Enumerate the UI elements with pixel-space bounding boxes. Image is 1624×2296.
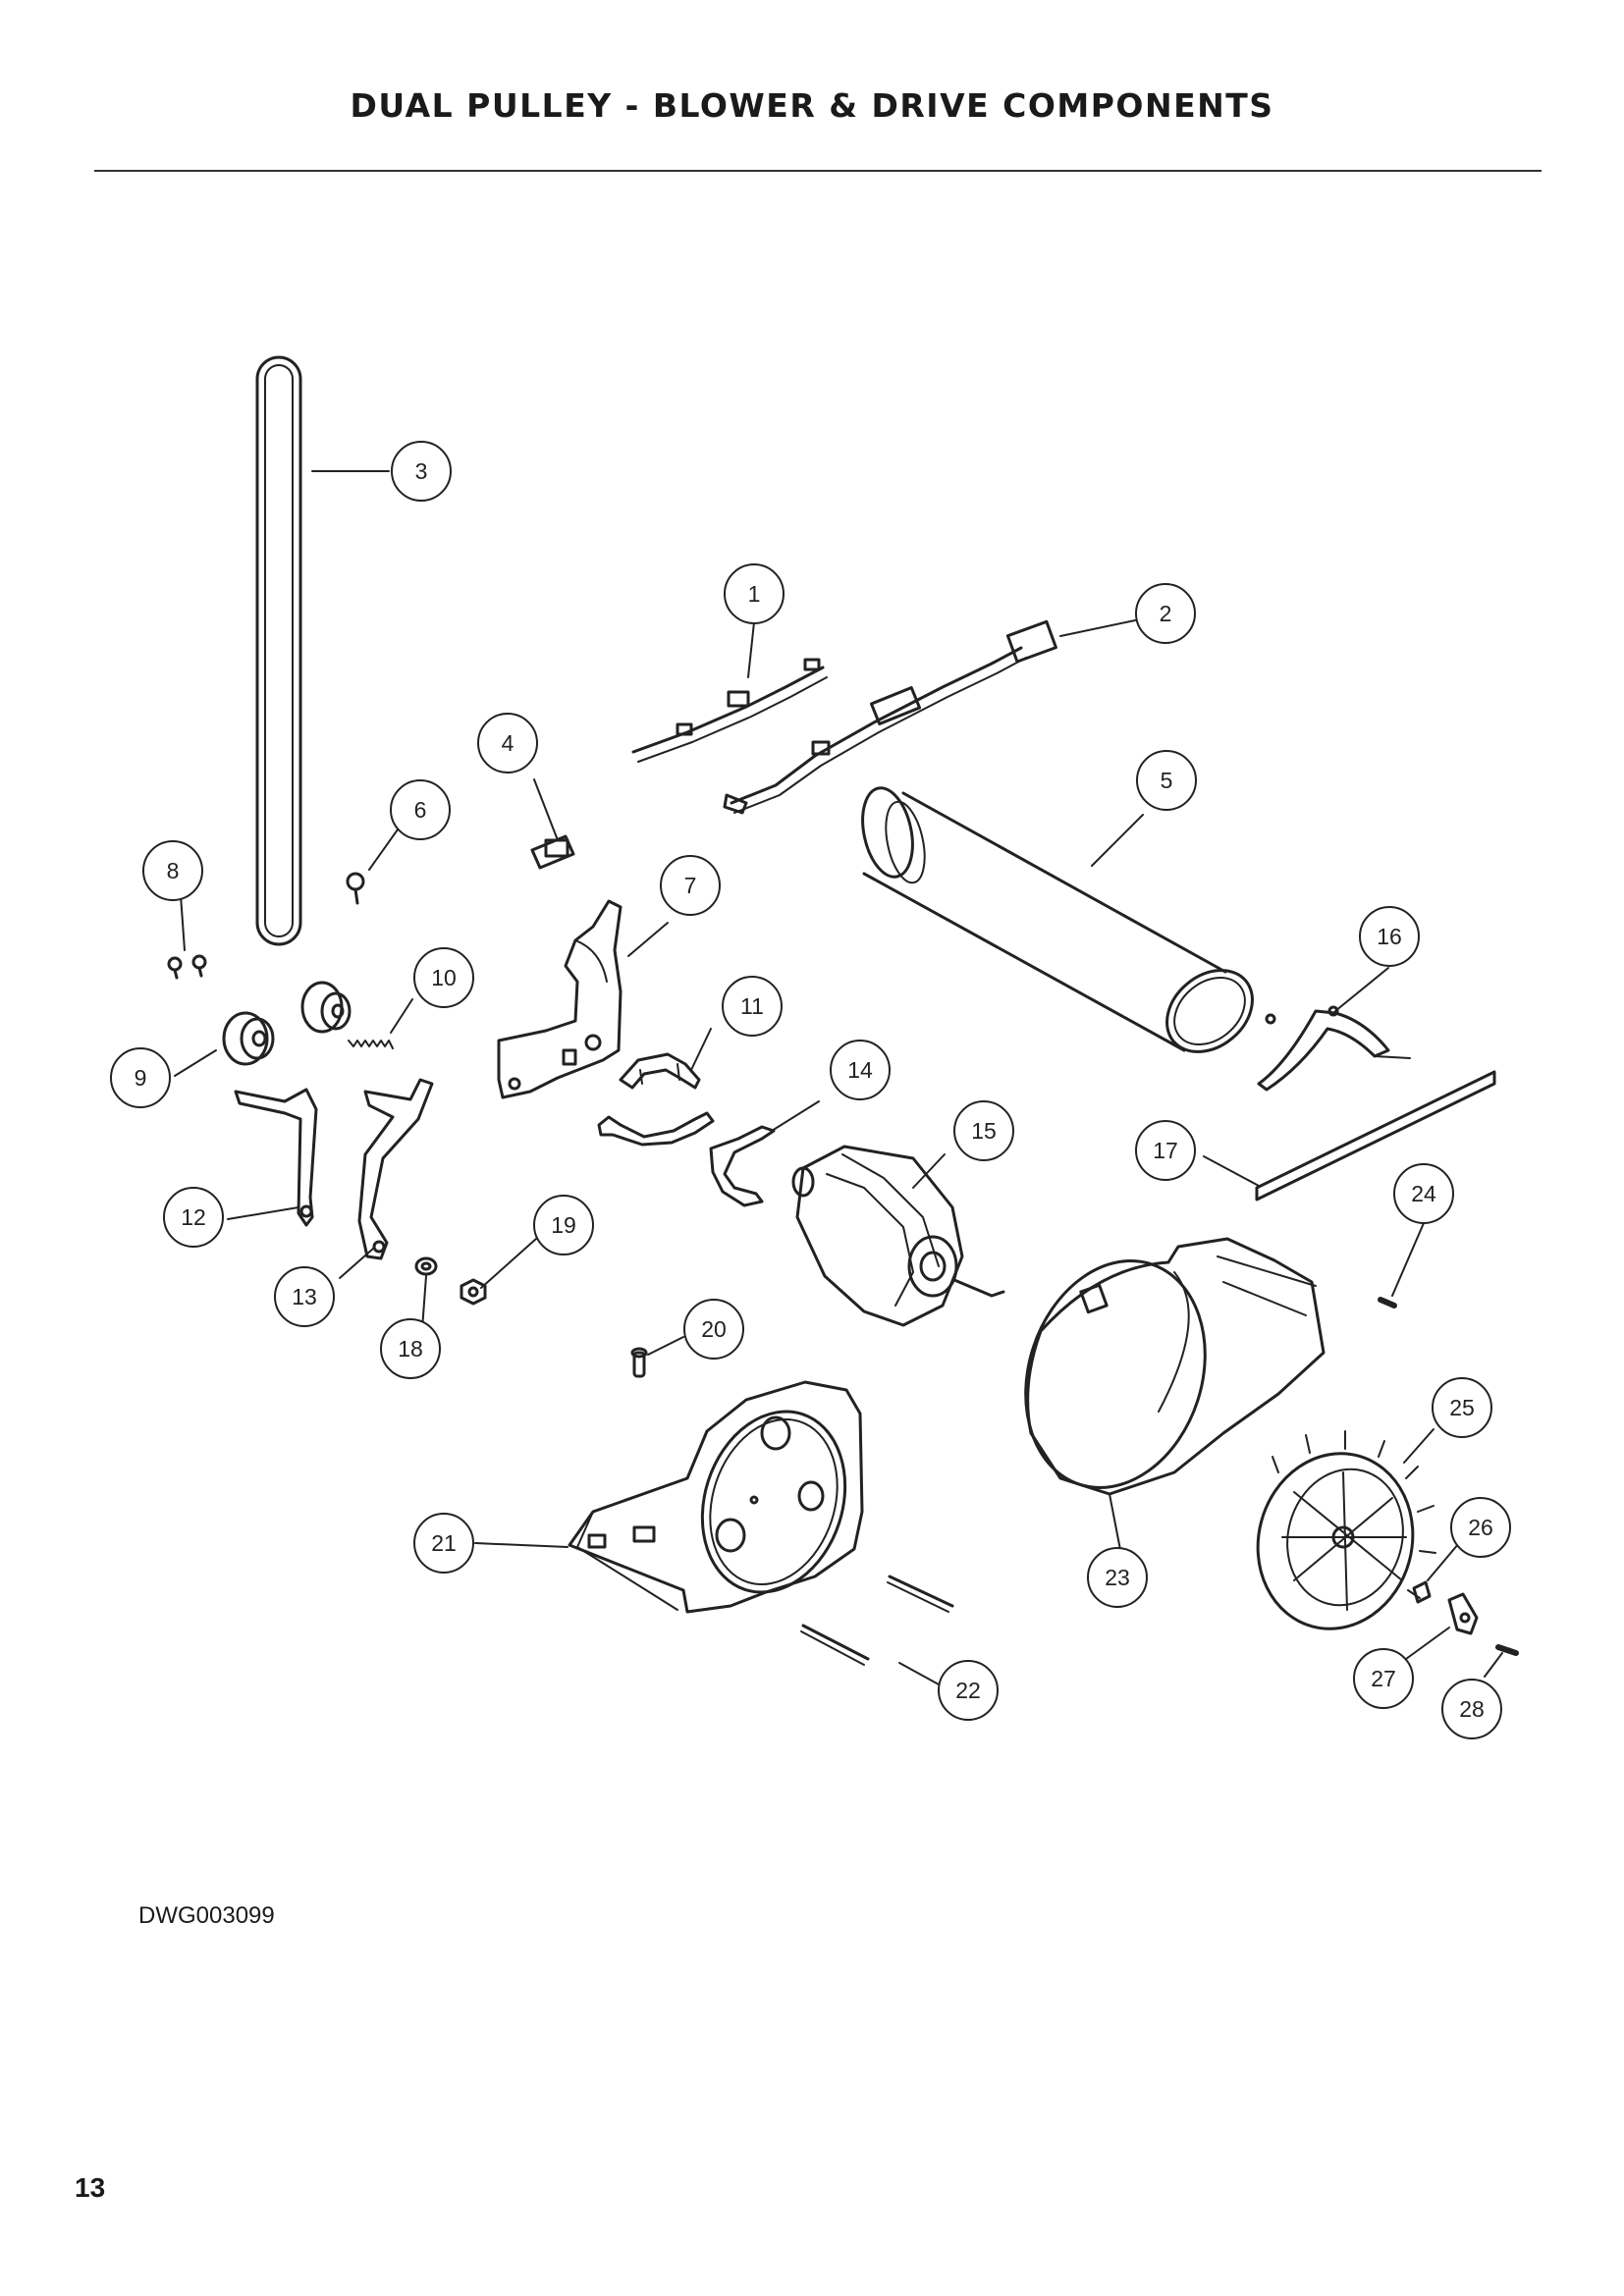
callout-28[interactable]: 28 xyxy=(1441,1679,1502,1739)
svg-text:27: 27 xyxy=(1371,1666,1396,1691)
svg-text:8: 8 xyxy=(167,858,180,883)
svg-text:23: 23 xyxy=(1105,1565,1130,1590)
svg-text:17: 17 xyxy=(1153,1138,1178,1163)
svg-text:6: 6 xyxy=(414,797,427,823)
motor-part xyxy=(791,1145,1005,1327)
screw-6-part xyxy=(346,872,365,905)
svg-text:28: 28 xyxy=(1459,1696,1485,1722)
page-number: 13 xyxy=(75,2172,106,2203)
screw-24-part xyxy=(1378,1297,1397,1308)
spring-part xyxy=(348,1040,394,1049)
motor-clamp-part xyxy=(597,1052,715,1147)
svg-text:20: 20 xyxy=(701,1316,727,1342)
svg-text:22: 22 xyxy=(955,1678,981,1703)
bolts-22-part xyxy=(800,1575,954,1666)
blower-wheel-part xyxy=(1256,1430,1436,1630)
page-title: DUAL PULLEY - BLOWER & DRIVE COMPONENTS xyxy=(350,86,1274,125)
leader-lines xyxy=(174,470,1503,1685)
drawing-id: DWG003099 xyxy=(138,1902,275,1929)
pin-part xyxy=(630,1347,648,1378)
svg-text:19: 19 xyxy=(551,1212,576,1238)
svg-text:16: 16 xyxy=(1377,924,1402,949)
duct-cylinder-part xyxy=(861,786,1254,1053)
wire-harness-2-part xyxy=(723,619,1057,815)
callout-10[interactable]: 10 xyxy=(413,947,474,1008)
washer-part xyxy=(414,1256,438,1276)
motor-strap-part xyxy=(709,1125,776,1207)
callout-11[interactable]: 11 xyxy=(722,976,783,1037)
callout-26[interactable]: 26 xyxy=(1450,1497,1511,1558)
idler-arm-12-part xyxy=(234,1088,318,1227)
svg-text:15: 15 xyxy=(971,1118,997,1144)
svg-text:2: 2 xyxy=(1160,601,1172,626)
callout-22[interactable]: 22 xyxy=(938,1660,999,1721)
callout-7[interactable]: 7 xyxy=(660,855,721,916)
callout-24[interactable]: 24 xyxy=(1393,1163,1454,1224)
wire-harness-1-part xyxy=(631,658,828,763)
callout-8[interactable]: 8 xyxy=(142,840,203,901)
callout-18[interactable]: 18 xyxy=(380,1318,441,1379)
svg-text:10: 10 xyxy=(431,965,457,990)
bracket-part xyxy=(1447,1592,1479,1635)
svg-text:25: 25 xyxy=(1449,1395,1475,1420)
svg-text:3: 3 xyxy=(415,458,428,484)
pulley-9-part xyxy=(222,1011,275,1066)
callout-23[interactable]: 23 xyxy=(1087,1547,1148,1608)
callout-16[interactable]: 16 xyxy=(1359,906,1420,967)
callout-bubbles: 1 2 3 4 5 6 7 8 9 10 11 12 13 14 15 16 1… xyxy=(110,441,1511,1739)
svg-text:24: 24 xyxy=(1411,1181,1436,1206)
svg-text:5: 5 xyxy=(1161,768,1173,793)
title-divider xyxy=(94,170,1542,172)
callout-25[interactable]: 25 xyxy=(1432,1377,1492,1438)
callout-2[interactable]: 2 xyxy=(1135,583,1196,644)
callout-27[interactable]: 27 xyxy=(1353,1648,1414,1709)
callout-21[interactable]: 21 xyxy=(413,1513,474,1574)
callout-3[interactable]: 3 xyxy=(391,441,452,502)
callout-17[interactable]: 17 xyxy=(1135,1120,1196,1181)
screw-28-part xyxy=(1495,1644,1519,1656)
callout-19[interactable]: 19 xyxy=(533,1195,594,1255)
callout-12[interactable]: 12 xyxy=(163,1187,224,1248)
screws-8-part xyxy=(167,954,207,980)
clip-part xyxy=(1412,1580,1432,1604)
motor-bracket-part xyxy=(497,899,623,1099)
blower-housing-part xyxy=(1024,1237,1326,1496)
callout-5[interactable]: 5 xyxy=(1136,750,1197,811)
svg-text:21: 21 xyxy=(431,1530,457,1556)
svg-text:13: 13 xyxy=(292,1284,317,1309)
belt-part xyxy=(255,355,302,946)
duct-cover-part xyxy=(1257,1005,1390,1092)
callout-6[interactable]: 6 xyxy=(390,779,451,840)
callout-20[interactable]: 20 xyxy=(683,1299,744,1360)
motor-base-part xyxy=(568,1380,864,1614)
svg-text:4: 4 xyxy=(502,730,514,756)
svg-text:14: 14 xyxy=(847,1057,873,1083)
svg-text:12: 12 xyxy=(181,1204,206,1230)
svg-text:7: 7 xyxy=(684,873,697,898)
svg-text:11: 11 xyxy=(740,993,764,1019)
svg-text:9: 9 xyxy=(135,1065,147,1091)
pulley-idler-part xyxy=(300,981,352,1034)
switch-part xyxy=(530,834,575,870)
idler-arm-13-part xyxy=(357,1078,434,1260)
callout-4[interactable]: 4 xyxy=(477,713,538,774)
svg-text:1: 1 xyxy=(748,581,761,607)
nut-part xyxy=(460,1278,487,1306)
callout-15[interactable]: 15 xyxy=(953,1100,1014,1161)
seal-strip-part xyxy=(1255,1070,1496,1201)
callout-13[interactable]: 13 xyxy=(274,1266,335,1327)
callout-9[interactable]: 9 xyxy=(110,1047,171,1108)
callout-14[interactable]: 14 xyxy=(830,1040,891,1100)
svg-text:26: 26 xyxy=(1468,1515,1493,1540)
callout-1[interactable]: 1 xyxy=(724,563,785,624)
svg-text:18: 18 xyxy=(398,1336,423,1362)
